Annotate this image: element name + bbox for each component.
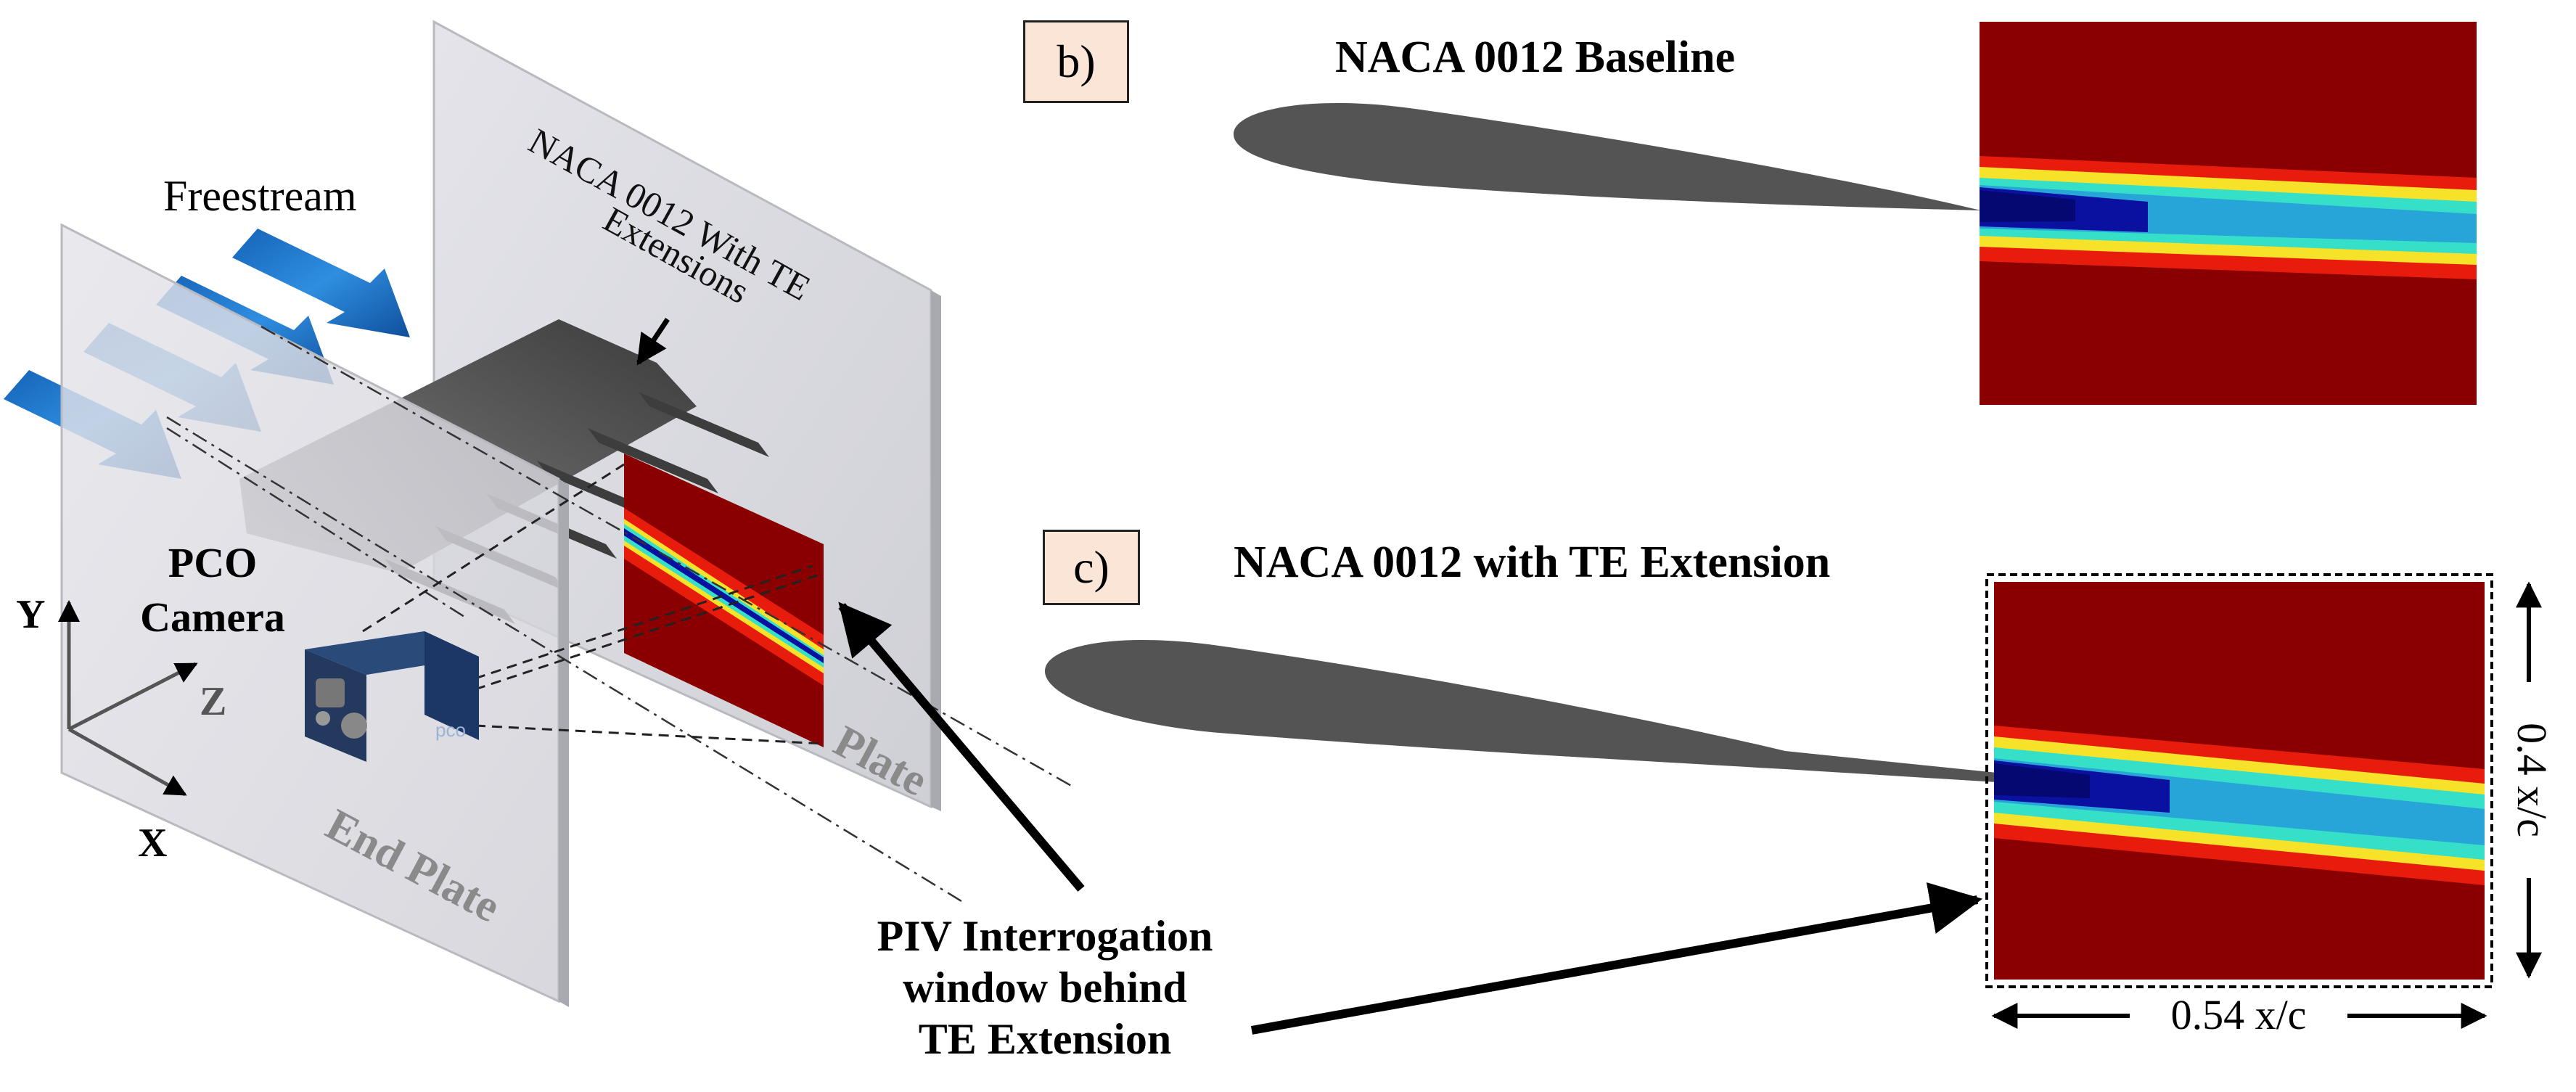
piv-pointer-arrow [838,602,1085,892]
panel-b-baseline [1234,22,2477,405]
axis-y-label: Y [16,592,45,637]
baseline-airfoil [1234,103,1981,210]
camera-fov-lines [362,463,824,745]
panel-b-title: NACA 0012 Baseline [1335,33,1736,82]
axis-z-label: Z [200,679,226,724]
panel-c-title: NACA 0012 with TE Extension [1234,538,1831,587]
wake-field-c [1985,573,2493,988]
axis-x-label: X [138,821,167,866]
height-dimension-label: 0.4 x/c [2509,723,2556,837]
piv-window-a [624,453,824,747]
panel-c-tag: c) [1043,530,1140,605]
pco-camera-icon: pco [305,631,479,762]
camera-brand: pco [435,719,466,741]
te-extension [639,392,769,457]
wake-field-b [1980,22,2477,405]
reference-lines [166,325,1075,905]
te-extension [588,428,718,493]
camera-label-line2: Camera [140,594,285,641]
piv-caption-line1: PIV Interrogation [877,912,1213,960]
caption-pointer-arrow [1250,882,1983,1035]
panel-c-te-extension: 0.54 x/c 0.4 x/c [1045,573,2556,1038]
model-pointer-arrow [636,318,670,366]
coordinate-axes [58,600,198,797]
piv-caption-line3: TE Extension [918,1014,1172,1063]
freestream-label: Freestream [163,172,357,220]
piv-window-caption: PIV Interrogation window behind TE Exten… [834,911,1255,1064]
panel-b-tag: b) [1023,20,1129,103]
piv-caption-line2: window behind [903,963,1187,1011]
panel-a-setup: pco Freestream NACA 0012 With TE Extensi… [4,20,1085,1007]
freestream-arrow-icon [232,229,410,337]
camera-label-line1: PCO [168,539,257,586]
width-dimension-label: 0.54 x/c [2171,991,2307,1038]
te-extension-airfoil [1045,640,1997,782]
